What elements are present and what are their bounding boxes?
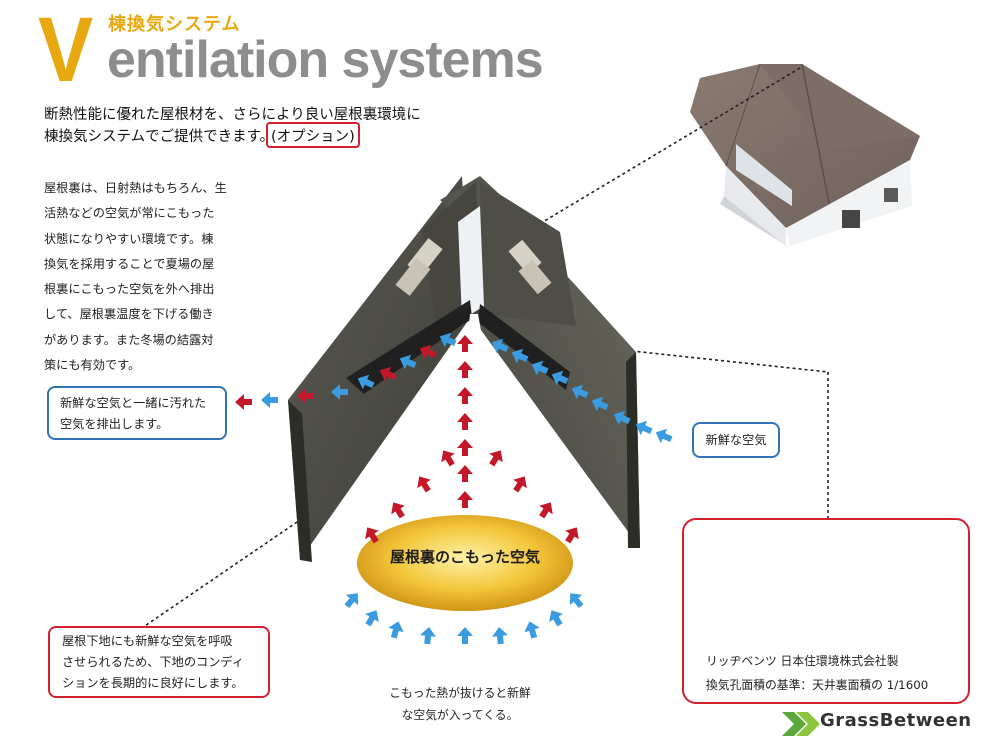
exhaust-arrow-icon	[457, 465, 473, 482]
exhaust-arrow-icon	[235, 394, 252, 410]
intake-arrow-icon	[388, 621, 404, 639]
roof-base-callout-line: させられるため、下地のコンディ	[62, 655, 244, 669]
attic-air-label: 屋根裏のこもった空気	[389, 548, 540, 566]
intake-arrow-icon	[420, 627, 436, 645]
exhaust-arrow-icon	[441, 450, 455, 467]
intake-arrow-icon	[365, 610, 379, 627]
intake-arrow-icon	[531, 360, 549, 376]
intake-arrow-icon	[439, 332, 457, 348]
roof-base-callout-line: 屋根下地にも新鮮な空気を呼吸	[62, 634, 233, 648]
exhaust-arrow-icon	[489, 450, 503, 467]
intake-arrow-icon	[613, 410, 631, 426]
exhaust-arrow-icon	[297, 388, 314, 404]
roof-base-callout: 屋根下地にも新鮮な空気を呼吸 させられるため、下地のコンディ ションを長期的に良…	[48, 626, 270, 698]
exhaust-arrow-icon	[457, 413, 473, 430]
intake-arrow-icon	[457, 627, 473, 644]
exhaust-arrow-icon	[379, 366, 397, 382]
intake-arrow-icon	[591, 396, 609, 412]
intake-arrow-icon	[492, 627, 508, 645]
lead-line-1: 断熱性能に優れた屋根材を、さらにより良い屋根裏環境に	[44, 107, 421, 123]
exhaust-arrow-icon	[457, 335, 473, 352]
bottom-note-line: こもった熱が抜けると新鮮	[389, 686, 531, 700]
exhaust-arrow-icon	[539, 502, 553, 519]
title-japanese: 棟換気システム	[108, 14, 241, 35]
exhaust-callout-line: 空気を排出します。	[60, 417, 169, 431]
bottom-note-line: な空気が入ってくる。	[401, 708, 519, 722]
brand-logo-text: GrassBetween	[820, 710, 972, 731]
exhaust-arrow-icon	[365, 527, 379, 544]
intake-arrow-icon	[549, 610, 563, 627]
airflow-arrows	[235, 332, 673, 645]
product-box	[682, 518, 970, 704]
intake-arrow-icon	[357, 374, 375, 390]
intake-arrow-icon	[569, 593, 584, 609]
body-line: 換気を採用することで夏場の屋	[44, 256, 215, 271]
intake-arrow-icon	[491, 338, 509, 354]
exhaust-arrow-icon	[457, 387, 473, 404]
body-line: して、屋根裏温度を下げる働き	[44, 307, 214, 322]
house-illustration	[690, 63, 920, 248]
intake-arrow-icon	[344, 593, 359, 609]
bottom-note: こもった熱が抜けると新鮮 な空気が入ってくる。	[360, 682, 560, 726]
exhaust-arrow-icon	[565, 527, 579, 544]
body-line: 策にも有効です。	[44, 358, 141, 373]
product-name: リッヂベンツ 日本住環境株式会社製	[706, 654, 899, 668]
body-line: 活熱などの空気が常にこもった	[44, 206, 215, 221]
roof-ridge-illustration	[288, 176, 640, 562]
option-highlight-box	[266, 122, 360, 148]
exhaust-arrow-icon	[457, 361, 473, 378]
exhaust-callout-line: 新鮮な空気と一緒に汚れた	[60, 396, 207, 410]
body-line: 状態になりやすい環境です。棟	[44, 231, 214, 246]
exhaust-arrow-icon	[419, 344, 437, 360]
product-standard: 換気孔面積の基準：天井裏面積の 1/1600	[706, 678, 929, 692]
intake-arrow-icon	[399, 354, 417, 370]
body-line: があります。また冬場の結露対	[44, 332, 214, 347]
intake-arrow-icon	[635, 420, 653, 436]
title-initial: V	[38, 0, 94, 101]
body-line: 屋根裏は、日射熱はもちろん、生	[44, 181, 227, 195]
title-english: entilation systems	[107, 31, 544, 89]
logo-mark-icon	[782, 712, 820, 736]
intake-arrow-icon	[511, 348, 529, 364]
body-paragraph: 屋根裏は、日射熱はもちろん、生 活熱などの空気が常にこもった 状態になりやすい環…	[44, 176, 264, 378]
exhaust-arrow-icon	[417, 476, 431, 493]
exhaust-arrow-icon	[457, 491, 473, 508]
option-label: (オプション)	[271, 129, 355, 145]
intake-arrow-icon	[524, 621, 540, 639]
intake-arrow-icon	[261, 392, 278, 408]
body-line: 根裏にこもった空気を外へ排出	[44, 282, 215, 297]
exhaust-arrow-icon	[513, 476, 527, 493]
roof-base-callout-line: ションを長期的に良好にします。	[62, 676, 244, 690]
intake-arrow-icon	[571, 384, 589, 400]
fresh-air-callout: 新鮮な空気	[692, 422, 780, 458]
exhaust-arrow-icon	[391, 502, 405, 519]
intake-arrow-icon	[331, 384, 348, 400]
lead-line-2: 棟換気システムでご提供できます。	[44, 129, 275, 145]
attic-air-ellipse	[357, 515, 573, 611]
exhaust-callout: 新鮮な空気と一緒に汚れた 空気を排出します。	[47, 386, 227, 440]
intake-arrow-icon	[655, 428, 673, 444]
intake-arrow-icon	[551, 370, 569, 386]
exhaust-arrow-icon	[457, 439, 473, 456]
